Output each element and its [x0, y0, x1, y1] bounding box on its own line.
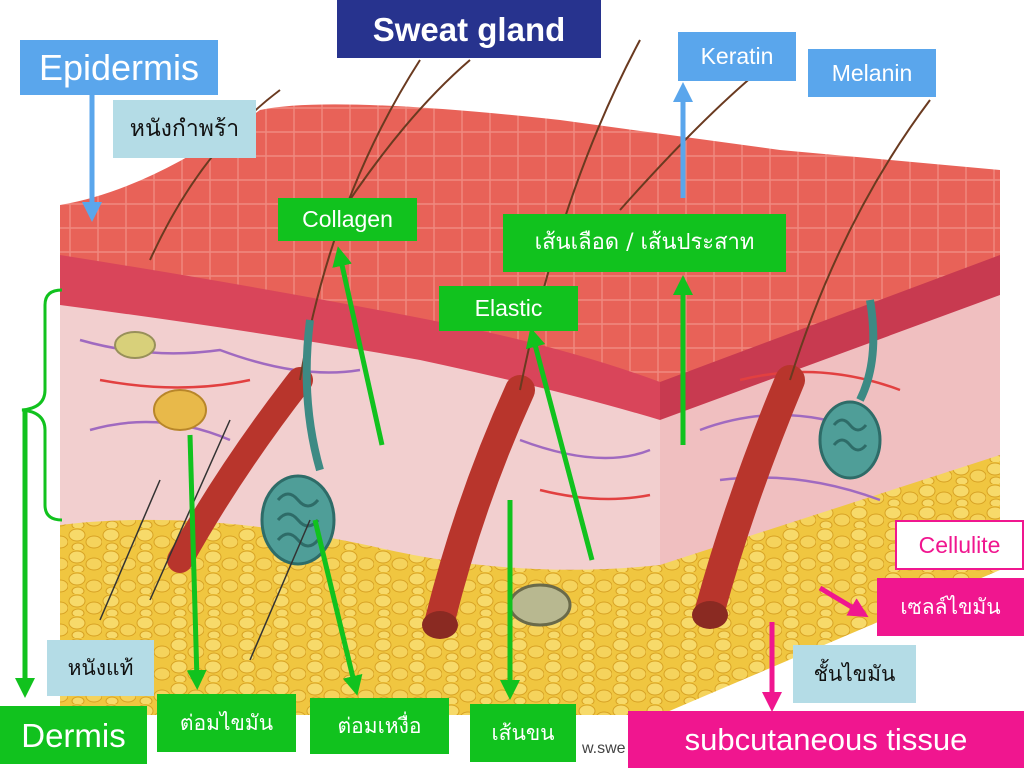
- oil-glands: [114, 331, 572, 627]
- fat-layer-side: [660, 450, 1000, 715]
- hair-label: เส้นขน: [470, 704, 576, 762]
- fat-cell-arrow: [818, 585, 869, 618]
- dermis-label: Dermis: [0, 706, 147, 764]
- melanin-label: Melanin: [808, 49, 936, 97]
- oil-gland-label: ต่อมไขมัน: [157, 694, 296, 752]
- dermis-bracket: [21, 288, 63, 522]
- epidermis-label: Epidermis: [20, 40, 218, 95]
- collagen-arrow: [332, 246, 385, 446]
- fat-cell-label: เซลล์ไขมัน: [877, 578, 1024, 636]
- sweat-gland-arrow: [312, 519, 363, 696]
- diagram-title: Sweat gland: [337, 0, 601, 58]
- keratin-label: Keratin: [678, 32, 796, 81]
- sweat-gland-label: ต่อมเหงื่อ: [310, 698, 449, 754]
- subcutaneous-label: subcutaneous tissue: [628, 711, 1024, 768]
- fat-layer-label: ชั้นไขมัน: [793, 645, 916, 703]
- watermark-text: w.swe: [582, 740, 626, 757]
- cellulite-label: Cellulite: [895, 520, 1024, 570]
- collagen-label: Collagen: [278, 198, 417, 241]
- elastic-label: Elastic: [439, 286, 578, 331]
- vessels-nerves-label: เส้นเลือด / เส้นประสาท: [503, 214, 786, 272]
- oil-gland-arrow: [186, 434, 207, 690]
- epidermis-thai-label: หนังกำพร้า: [113, 100, 256, 158]
- sweat-glands: [260, 299, 882, 566]
- dermis-thai-label: หนังแท้: [47, 640, 154, 696]
- elastic-arrow: [525, 327, 595, 561]
